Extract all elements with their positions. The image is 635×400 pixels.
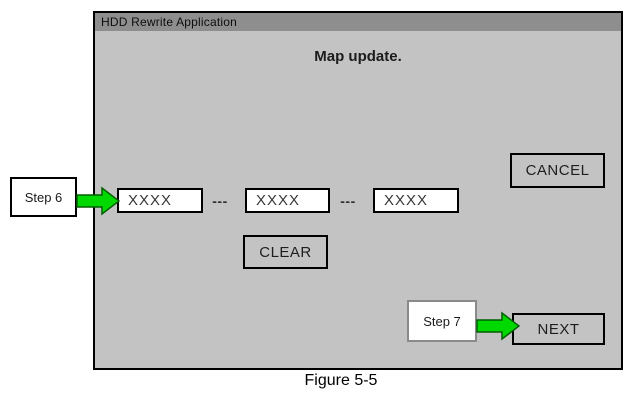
map-code-input-1[interactable]: XXXX bbox=[117, 188, 203, 213]
hdd-rewrite-window: HDD Rewrite Application Map update. XXXX… bbox=[93, 11, 623, 370]
next-button[interactable]: NEXT bbox=[512, 313, 605, 345]
map-update-heading: Map update. bbox=[314, 48, 402, 65]
input-separator-1: --- bbox=[212, 192, 228, 209]
step-7-callout: Step 7 bbox=[407, 300, 477, 342]
step-7-arrow-icon bbox=[476, 311, 520, 341]
cancel-button[interactable]: CANCEL bbox=[510, 153, 605, 188]
step-6-label: Step 6 bbox=[24, 189, 63, 205]
window-titlebar: HDD Rewrite Application bbox=[95, 13, 621, 31]
input-separator-2: --- bbox=[340, 192, 356, 209]
figure-caption: Figure 5-5 bbox=[304, 372, 378, 389]
clear-button[interactable]: CLEAR bbox=[243, 235, 328, 269]
step-6-callout: Step 6 bbox=[10, 177, 77, 217]
window-title: HDD Rewrite Application bbox=[101, 15, 237, 29]
step-6-arrow-icon bbox=[76, 186, 120, 216]
map-code-input-2[interactable]: XXXX bbox=[245, 188, 330, 213]
map-code-input-3[interactable]: XXXX bbox=[373, 188, 459, 213]
step-7-label: Step 7 bbox=[423, 313, 461, 329]
